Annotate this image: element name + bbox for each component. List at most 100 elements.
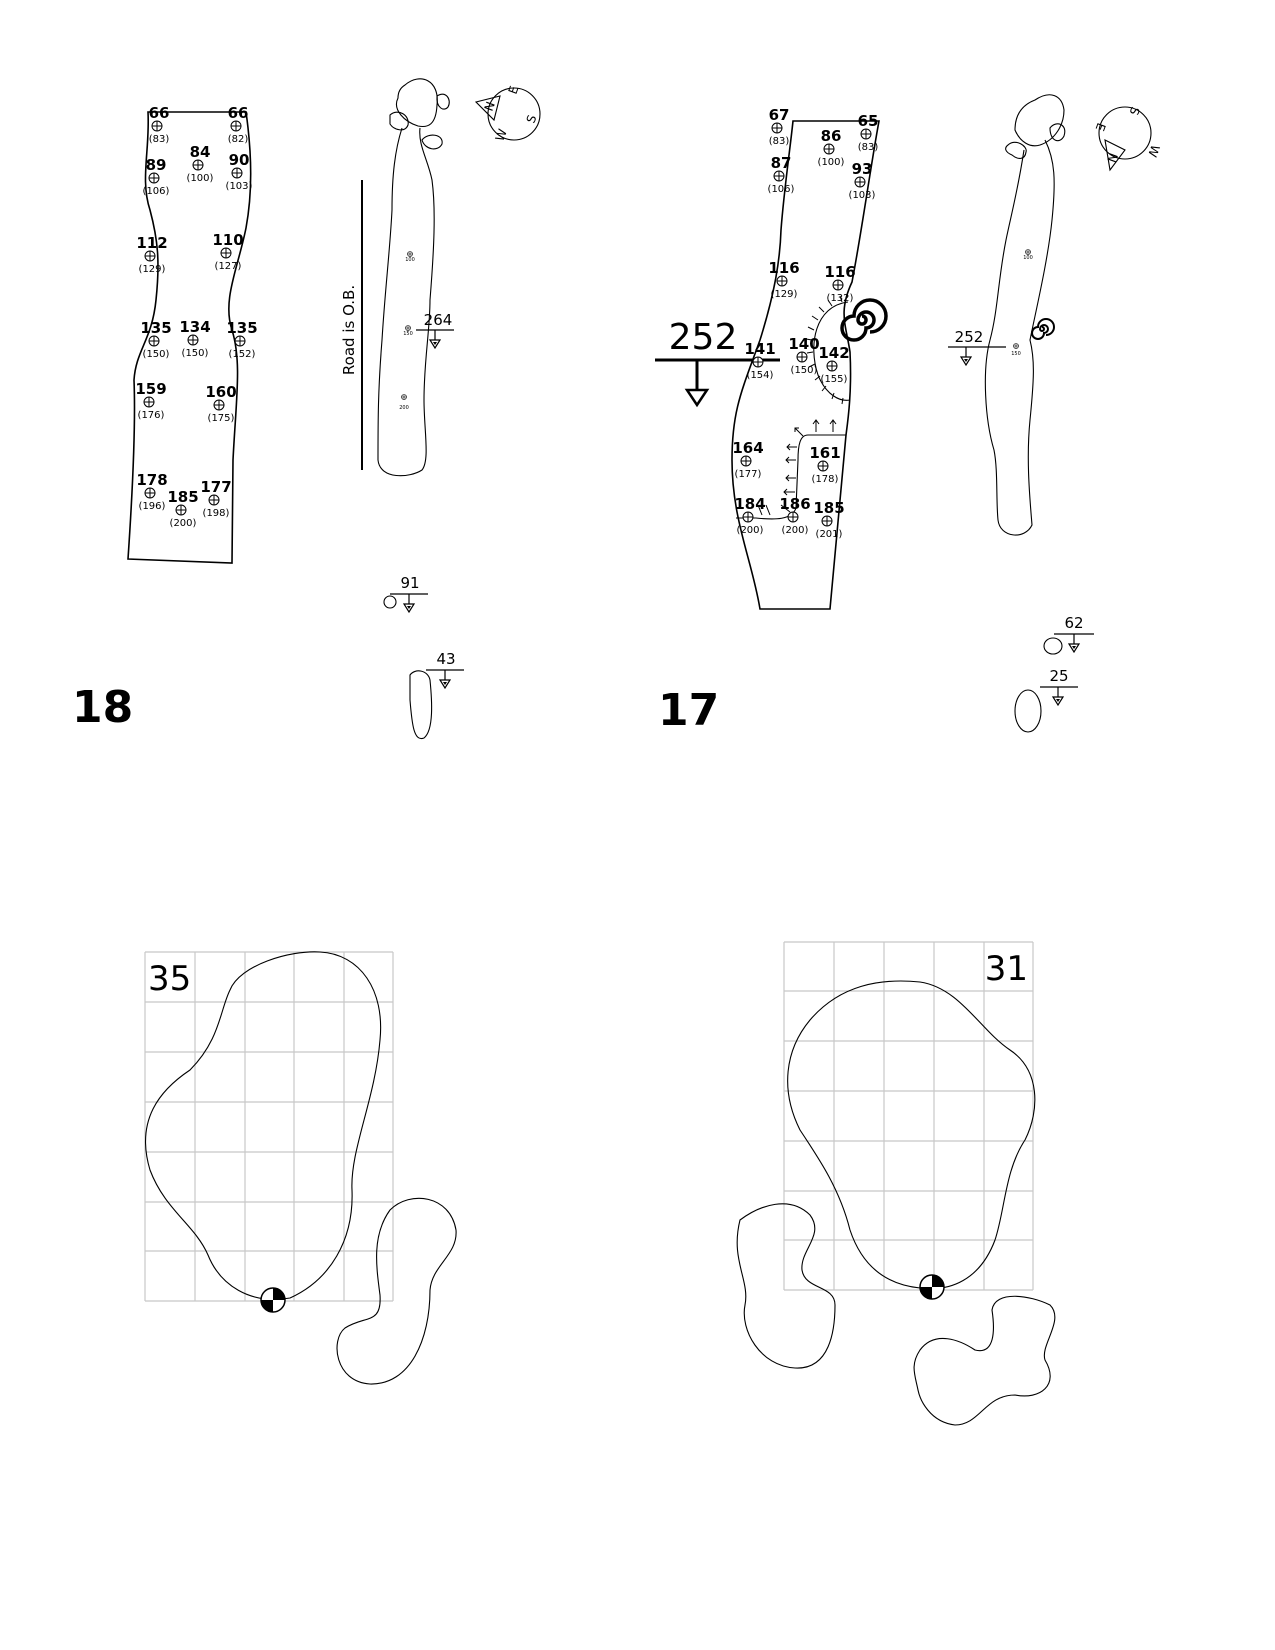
carry-yardage: 252 xyxy=(955,328,984,346)
yardage-to-front: 135 xyxy=(140,319,171,337)
yardage-to-front: 186 xyxy=(779,495,810,513)
yardage-to-front: 89 xyxy=(146,156,167,174)
mini-marker-label: 150 xyxy=(1011,351,1021,357)
yardage-to-front: 185 xyxy=(167,488,198,506)
yardage-to-back: (150) xyxy=(143,349,170,360)
hazard-carry: 43 xyxy=(436,650,455,668)
yardage-to-back: (129) xyxy=(139,264,166,275)
yardage-to-front: 116 xyxy=(824,263,855,281)
yardage-to-back: (200) xyxy=(737,525,764,536)
sprinkler-crosshair-icon xyxy=(826,360,838,372)
carry-yardage: 252 xyxy=(669,317,738,358)
yardage-to-front: 134 xyxy=(179,318,210,336)
sprinkler-crosshair-icon xyxy=(832,279,844,291)
green-grid xyxy=(144,951,394,1302)
mini-marker-label: 200 xyxy=(399,405,409,411)
sprinkler-crosshair-icon xyxy=(821,515,833,527)
yardage-to-front: 116 xyxy=(768,259,799,277)
yardage-to-back: (150) xyxy=(791,365,818,376)
hole-18-fairway-detail: 66(83)66(82)84(100)89(106)90(103)112(129… xyxy=(127,104,258,564)
yardage-to-back: (175) xyxy=(208,413,235,424)
svg-text:N: N xyxy=(482,100,498,113)
svg-text:W: W xyxy=(493,127,510,143)
yardage-to-front: 177 xyxy=(200,478,231,496)
sprinkler-crosshair-icon xyxy=(742,511,754,523)
mini-marker-label: 100 xyxy=(405,257,415,263)
sprinkler-crosshair-icon xyxy=(220,247,232,259)
svg-text:W: W xyxy=(1145,143,1162,159)
yardage-to-front: 84 xyxy=(190,143,211,161)
svg-text:S: S xyxy=(1127,105,1143,117)
hazard-carry: 25 xyxy=(1049,667,1068,685)
yardage-marker: 164(177) xyxy=(732,439,763,480)
water-hazard-spiral-icon xyxy=(840,298,888,342)
yardage-to-front: 185 xyxy=(813,499,844,517)
sprinkler-crosshair-icon xyxy=(771,122,783,134)
hole-17-overview: 100 150 252 62 25 E S N W xyxy=(948,94,1162,733)
green-17-diagram: 31 xyxy=(736,941,1056,1426)
yardage-marker: 135 (150) xyxy=(140,319,171,360)
yardage-marker: 135 (152) xyxy=(226,319,257,360)
yardage-marker: 66(82) xyxy=(228,104,249,145)
yardage-marker: 160(175) xyxy=(205,383,236,424)
yardage-to-front: 178 xyxy=(136,471,167,489)
yardage-marker: 184(200) xyxy=(734,495,765,536)
sprinkler-crosshair-icon xyxy=(144,250,156,262)
svg-text:N: N xyxy=(1104,151,1120,164)
sprinkler-crosshair-icon xyxy=(187,334,199,346)
yardage-to-back: (106) xyxy=(768,184,795,195)
compass-icon: W N E S xyxy=(474,84,541,143)
sprinkler-crosshair-icon xyxy=(787,511,799,523)
yardage-marker: 116(132) xyxy=(824,263,855,304)
yardage-marker: 110 (127) xyxy=(212,231,243,272)
yardage-marker: 87(106) xyxy=(768,154,795,195)
yardage-marker: 67(83) xyxy=(769,106,790,147)
sprinkler-crosshair-icon xyxy=(817,460,829,472)
yardage-to-back: (127) xyxy=(215,261,242,272)
hazard-carry: 91 xyxy=(400,574,419,592)
svg-text:E: E xyxy=(1093,121,1109,133)
yardage-marker: 186 (200) xyxy=(779,495,810,536)
sprinkler-crosshair-icon xyxy=(192,159,204,171)
carry-yardage: 264 xyxy=(424,311,453,329)
yardage-to-back: (196) xyxy=(139,501,166,512)
hole-number: 17 xyxy=(658,685,719,736)
yardage-marker: 141(154) xyxy=(744,340,775,381)
sprinkler-crosshair-icon xyxy=(740,455,752,467)
yardage-to-back: (198) xyxy=(203,508,230,519)
sprinkler-crosshair-icon xyxy=(148,172,160,184)
slope-arrows xyxy=(757,419,837,516)
yardage-to-front: 110 xyxy=(212,231,243,249)
sprinkler-crosshair-icon xyxy=(752,356,764,368)
yardage-marker: 142(155) xyxy=(818,344,849,385)
hazard-carry: 62 xyxy=(1064,614,1083,632)
yardage-marker: 86(100) xyxy=(818,127,845,168)
yardage-marker: 89 (106) xyxy=(143,156,170,197)
yardage-marker: 161(178) xyxy=(809,444,840,485)
yardage-marker: 178 (196) xyxy=(136,471,167,512)
yardage-to-back: (155) xyxy=(821,374,848,385)
yardage-marker: 159(176) xyxy=(135,380,166,421)
yardage-marker: 66(83) xyxy=(149,104,170,145)
yardage-to-front: 86 xyxy=(821,127,842,145)
yardage-marker: 177 (198) xyxy=(200,478,231,519)
yardage-to-back: (200) xyxy=(782,525,809,536)
svg-text:E: E xyxy=(506,84,522,96)
yardage-to-back: (200) xyxy=(170,518,197,529)
yardage-to-front: 66 xyxy=(149,104,170,122)
yardage-to-back: (83) xyxy=(858,142,879,153)
svg-text:S: S xyxy=(524,113,540,125)
yardage-to-front: 141 xyxy=(744,340,775,358)
sprinkler-crosshair-icon xyxy=(143,396,155,408)
yardage-to-back: (106) xyxy=(143,186,170,197)
yardage-to-back: (152) xyxy=(229,349,256,360)
yardage-marker: 93(103) xyxy=(849,160,876,201)
sprinkler-crosshair-icon xyxy=(151,120,163,132)
pin-position-icon xyxy=(260,1287,286,1313)
yardage-to-front: 135 xyxy=(226,319,257,337)
sprinkler-crosshair-icon xyxy=(230,120,242,132)
yardage-to-front: 65 xyxy=(858,112,879,130)
yardage-marker: 134(150) xyxy=(179,318,210,359)
yardage-to-front: 67 xyxy=(769,106,790,124)
